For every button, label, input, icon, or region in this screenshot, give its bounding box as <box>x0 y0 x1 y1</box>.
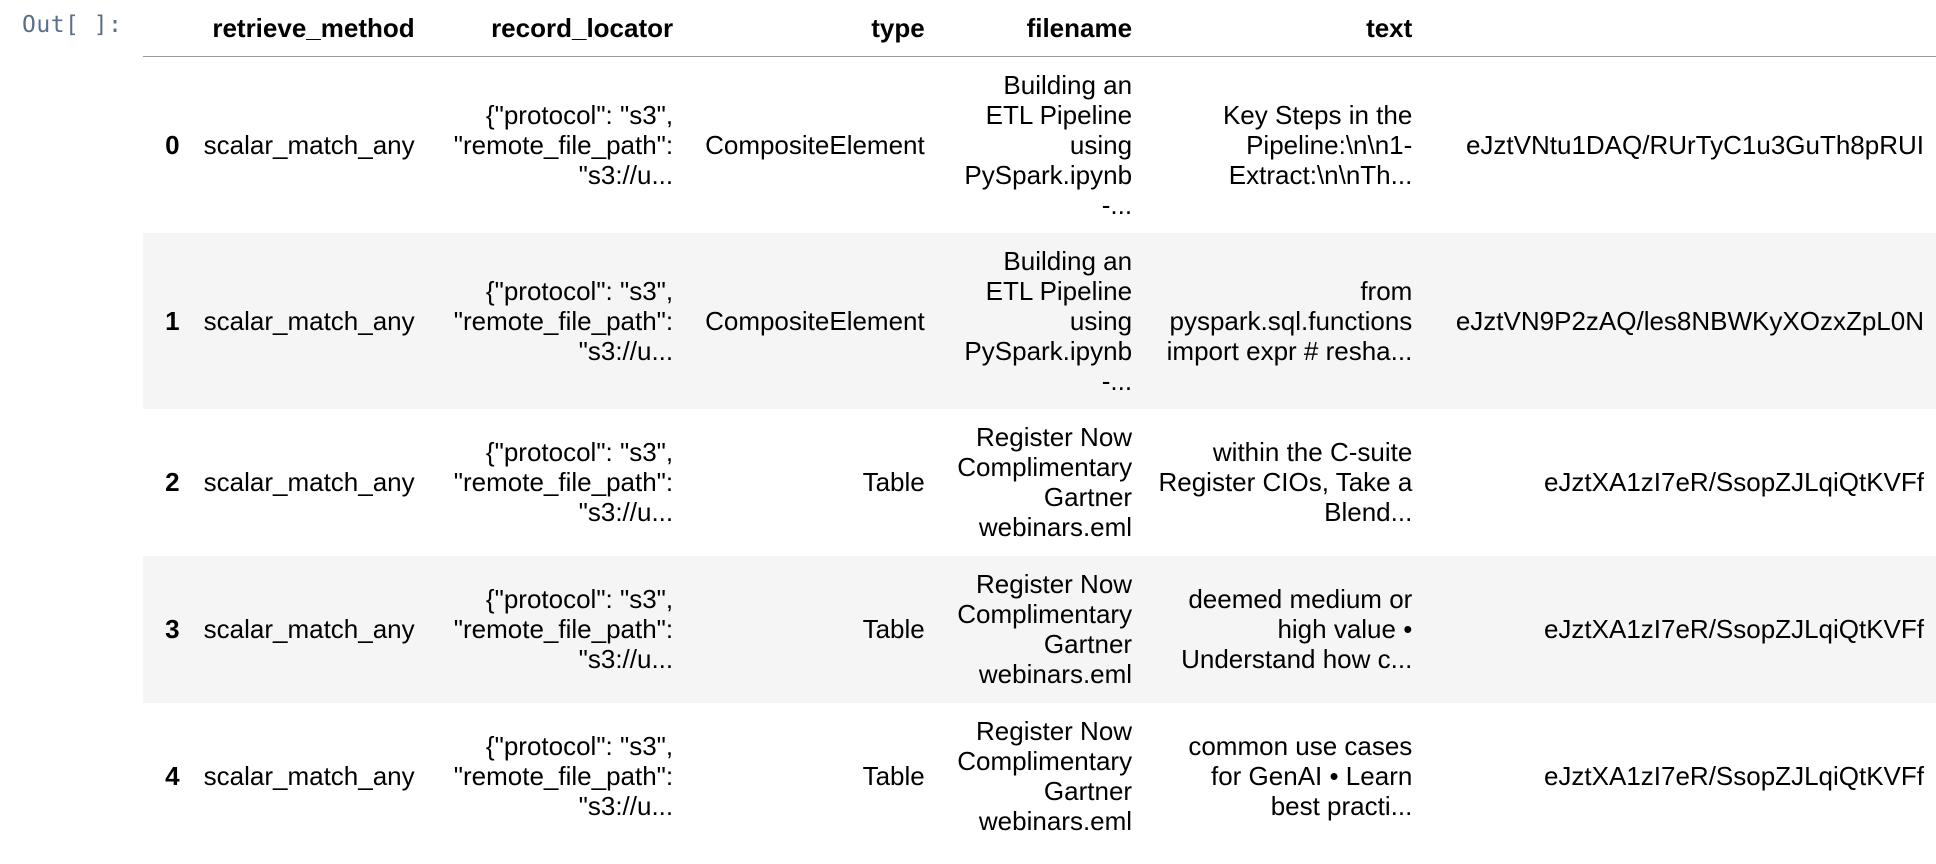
row-index: 0 <box>165 129 180 160</box>
cell-filename: Register Now Complimentary Gartner webin… <box>957 716 1133 836</box>
column-header: record_locator <box>426 0 686 57</box>
cell-text: deemed medium or high value • Understand… <box>1144 555 1425 703</box>
cell-retrieve-method: scalar_match_any <box>203 467 415 497</box>
cell-retrieve-method: scalar_match_any <box>191 555 427 703</box>
cell-text: within the C-suite Register CIOs, Take a… <box>1158 437 1413 527</box>
cell-extra: eJztXA1zI7eR/SsopZJLqiQtKVFf <box>1424 555 1936 703</box>
cell-type: CompositeElement <box>705 129 925 160</box>
cell-text: from pyspark.sql.functions import expr #… <box>1144 232 1425 409</box>
column-header: retrieve_method <box>191 0 427 57</box>
cell-type: Table <box>862 467 925 497</box>
cell-retrieve-method: scalar_match_any <box>203 761 415 791</box>
cell-retrieve-method: scalar_match_any <box>203 129 415 160</box>
cell-filename: Building an ETL Pipeline using PySpark.i… <box>936 232 1145 409</box>
header-row: retrieve_method record_locator type file… <box>143 0 1936 57</box>
cell-record-locator: {"protocol": "s3", "remote_file_path": "… <box>453 437 674 527</box>
row-index: 1 <box>143 232 192 409</box>
cell-extra: eJztVN9P2zAQ/les8NBWKyXOzxZpL0N <box>1424 232 1936 409</box>
cell-type: Table <box>862 761 925 791</box>
row-index: 2 <box>165 467 180 497</box>
cell-record-locator: {"protocol": "s3", "remote_file_path": "… <box>453 731 674 821</box>
cell-record-locator: {"protocol": "s3", "remote_file_path": "… <box>426 232 686 409</box>
cell-filename: Register Now Complimentary Gartner webin… <box>957 422 1133 542</box>
column-header: text <box>1144 0 1425 57</box>
table-row: 1 scalar_match_any {"protocol": "s3", "r… <box>143 232 1936 409</box>
cell-record-locator: {"protocol": "s3", "remote_file_path": "… <box>426 555 686 703</box>
row-index: 3 <box>143 555 192 703</box>
table-row: 0 scalar_match_any {"protocol": "s3", "r… <box>143 57 1936 233</box>
column-header: filename <box>936 0 1145 57</box>
cell-text: Key Steps in the Pipeline:\n\n1-Extract:… <box>1222 99 1413 190</box>
row-index: 4 <box>165 761 180 791</box>
cell-record-locator: {"protocol": "s3", "remote_file_path": "… <box>453 99 674 190</box>
table-row: 3 scalar_match_any {"protocol": "s3", "r… <box>143 555 1936 703</box>
cell-text: common use cases for GenAI • Learn best … <box>1188 731 1413 821</box>
column-header-unlabeled <box>1424 0 1936 57</box>
cell-filename: Building an ETL Pipeline using PySpark.i… <box>964 69 1133 220</box>
table-row: 2 scalar_match_any {"protocol": "s3", "r… <box>143 409 1936 556</box>
cell-extra: eJztXA1zI7eR/SsopZJLqiQtKVFf <box>1543 467 1924 497</box>
cell-extra: eJztXA1zI7eR/SsopZJLqiQtKVFf <box>1543 761 1924 791</box>
cell-type: CompositeElement <box>685 232 937 409</box>
output-prompt: Out[ ]: <box>22 12 123 38</box>
dataframe-container[interactable]: retrieve_method record_locator type file… <box>143 0 1936 864</box>
table-row: 4 scalar_match_any {"protocol": "s3", "r… <box>143 703 1936 850</box>
cell-retrieve-method: scalar_match_any <box>191 232 427 409</box>
dataframe-table: retrieve_method record_locator type file… <box>143 0 1936 850</box>
cell-filename: Register Now Complimentary Gartner webin… <box>936 555 1145 703</box>
index-header <box>143 0 192 57</box>
cell-extra: eJztVNtu1DAQ/RUrTyC1u3GuTh8pRUI <box>1465 129 1924 160</box>
column-header: type <box>685 0 937 57</box>
cell-type: Table <box>685 555 937 703</box>
